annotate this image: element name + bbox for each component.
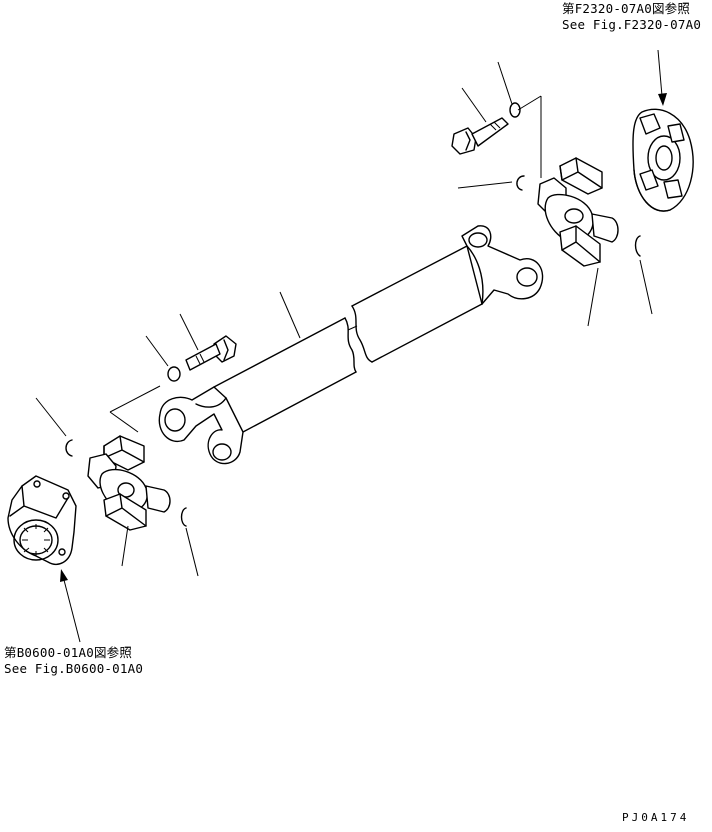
upper-bolt <box>451 117 509 155</box>
figure-code: PJ0A174 <box>622 811 690 824</box>
lower-snap-ring-left <box>65 439 73 457</box>
top-reference-label: 第F2320-07A0図参照 See Fig.F2320-07A0 <box>562 1 701 33</box>
upper-snap-ring-right <box>634 235 641 257</box>
bottom-reference-label: 第B0600-01A0図参照 See Fig.B0600-01A0 <box>4 645 143 677</box>
lower-washer <box>167 366 181 382</box>
lower-bolt <box>185 335 237 371</box>
top-reference-jp: 第F2320-07A0図参照 <box>562 1 691 16</box>
propeller-shaft <box>213 245 483 433</box>
bottom-reference-en: See Fig.B0600-01A0 <box>4 661 144 676</box>
upper-universal-joint <box>537 157 619 267</box>
bottom-reference-jp: 第B0600-01A0図参照 <box>4 645 133 660</box>
lower-flange <box>7 475 77 566</box>
top-reference-en: See Fig.F2320-07A0 <box>562 17 702 32</box>
reference-arrows <box>60 49 667 643</box>
lower-shaft-yoke <box>158 386 244 465</box>
upper-shaft-yoke <box>461 225 544 305</box>
upper-washer <box>509 102 521 118</box>
upper-snap-ring-left <box>516 175 525 191</box>
lower-universal-joint <box>87 435 171 531</box>
arrow-head-bottom <box>60 569 68 582</box>
arrow-head-top <box>658 93 667 106</box>
upper-flange <box>632 108 694 212</box>
leader-lines <box>35 61 653 577</box>
lower-snap-ring-right <box>180 507 187 527</box>
